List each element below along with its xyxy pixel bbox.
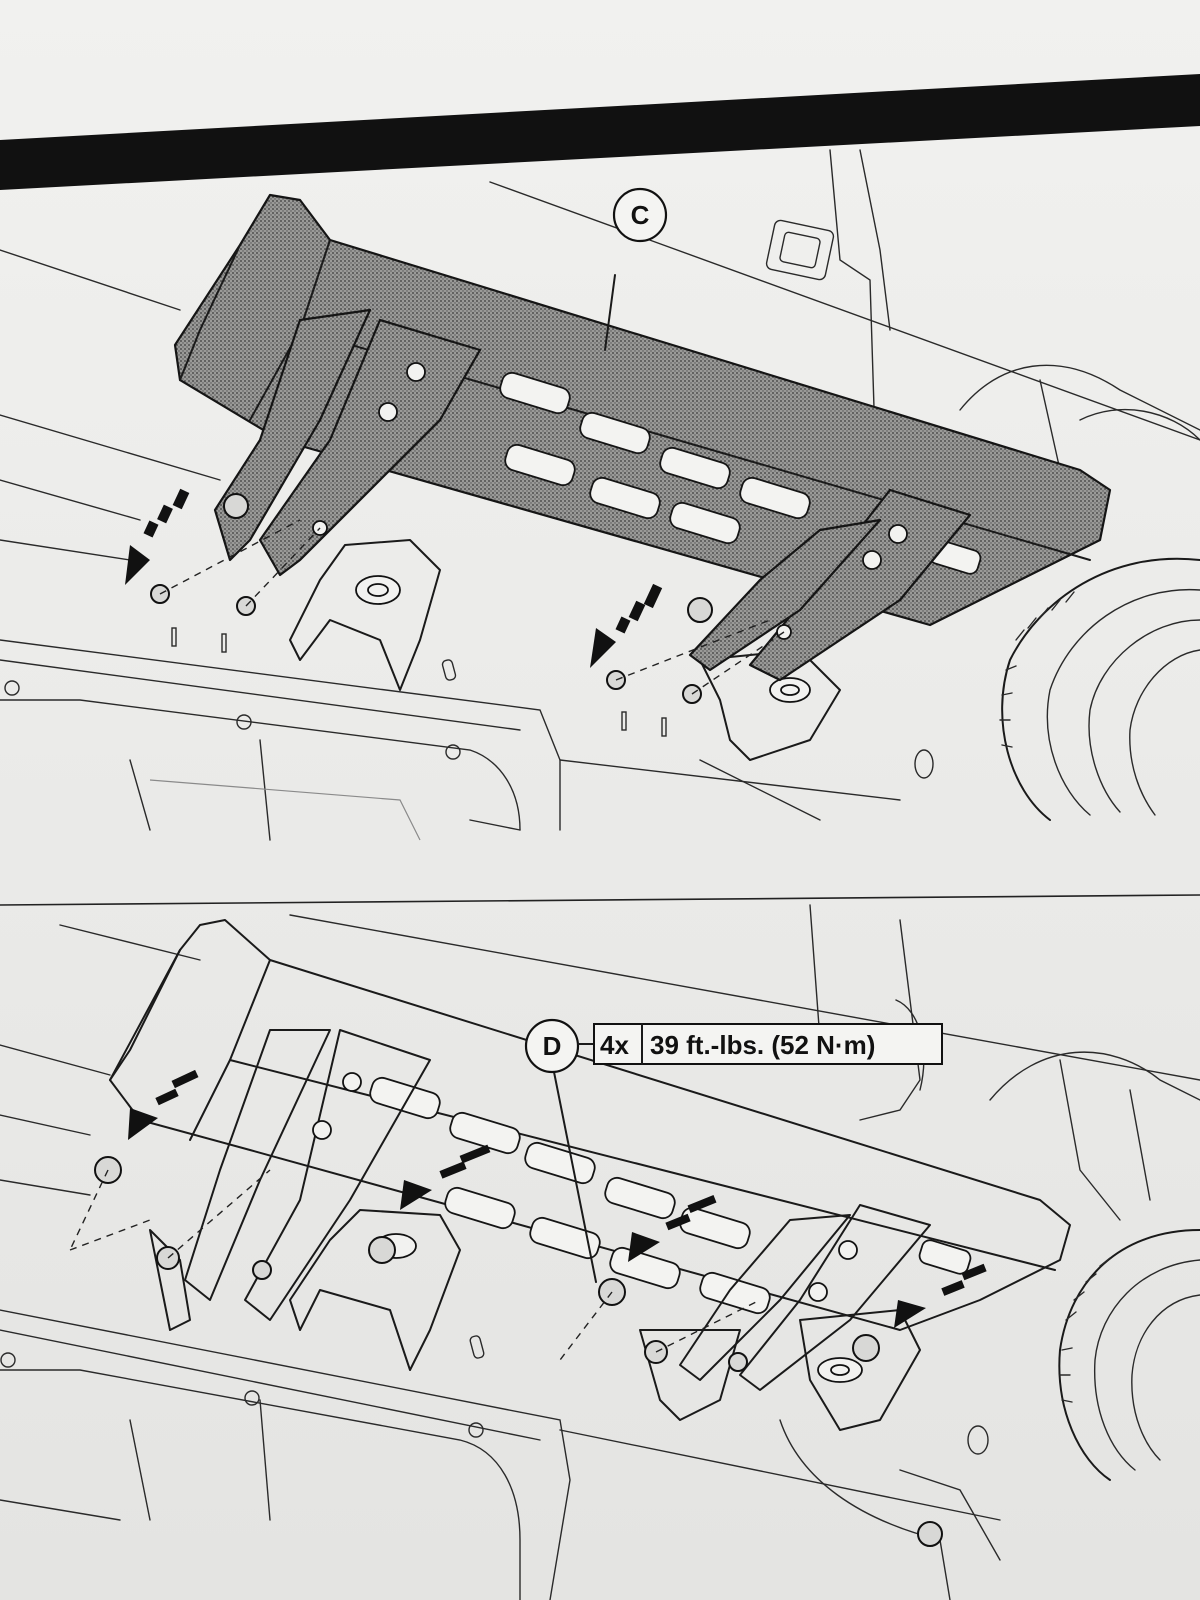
- lower-running-board: [109, 919, 1071, 1391]
- callout-d: D: [524, 1018, 595, 1074]
- upper-frame-brackets: [171, 539, 841, 761]
- lower-frame-brackets: [149, 1209, 921, 1431]
- step-slots: [499, 371, 982, 575]
- upper-bolt-4: [687, 597, 713, 623]
- torque-spec-label: 4x 39 ft.-lbs. (52 N·m): [593, 1023, 943, 1065]
- torque-quantity: 4x: [600, 1030, 629, 1060]
- lower-tire: [1058, 1229, 1200, 1481]
- torque-value: 39 ft.-lbs. (52 N·m): [650, 1030, 875, 1060]
- lower-arrow-3: [628, 1195, 717, 1262]
- lower-vehicle-body: [0, 904, 1200, 1600]
- lower-arrow-1: [128, 1069, 199, 1140]
- svg-text:D: D: [543, 1031, 562, 1061]
- upper-running-board: [173, 193, 1112, 682]
- upper-fasteners: [125, 488, 785, 704]
- upper-arrow-left: [125, 488, 190, 585]
- header-bar: [0, 74, 1200, 190]
- upper-tire: [999, 557, 1200, 821]
- upper-bolt-1: [223, 493, 249, 519]
- svg-text:C: C: [631, 200, 650, 230]
- lower-fasteners: [69, 1061, 987, 1372]
- lower-arrow-4: [894, 1263, 987, 1328]
- panel-divider: [0, 894, 1200, 906]
- upper-illustration: C: [0, 149, 1200, 841]
- upper-arrow-right: [590, 583, 663, 668]
- lower-arrow-2: [400, 1144, 491, 1210]
- callout-c: C: [612, 187, 668, 243]
- lower-step-slots: [369, 1076, 972, 1315]
- lower-illustration: D 4x 39 ft.-lbs. (52 N·m): [0, 904, 1200, 1600]
